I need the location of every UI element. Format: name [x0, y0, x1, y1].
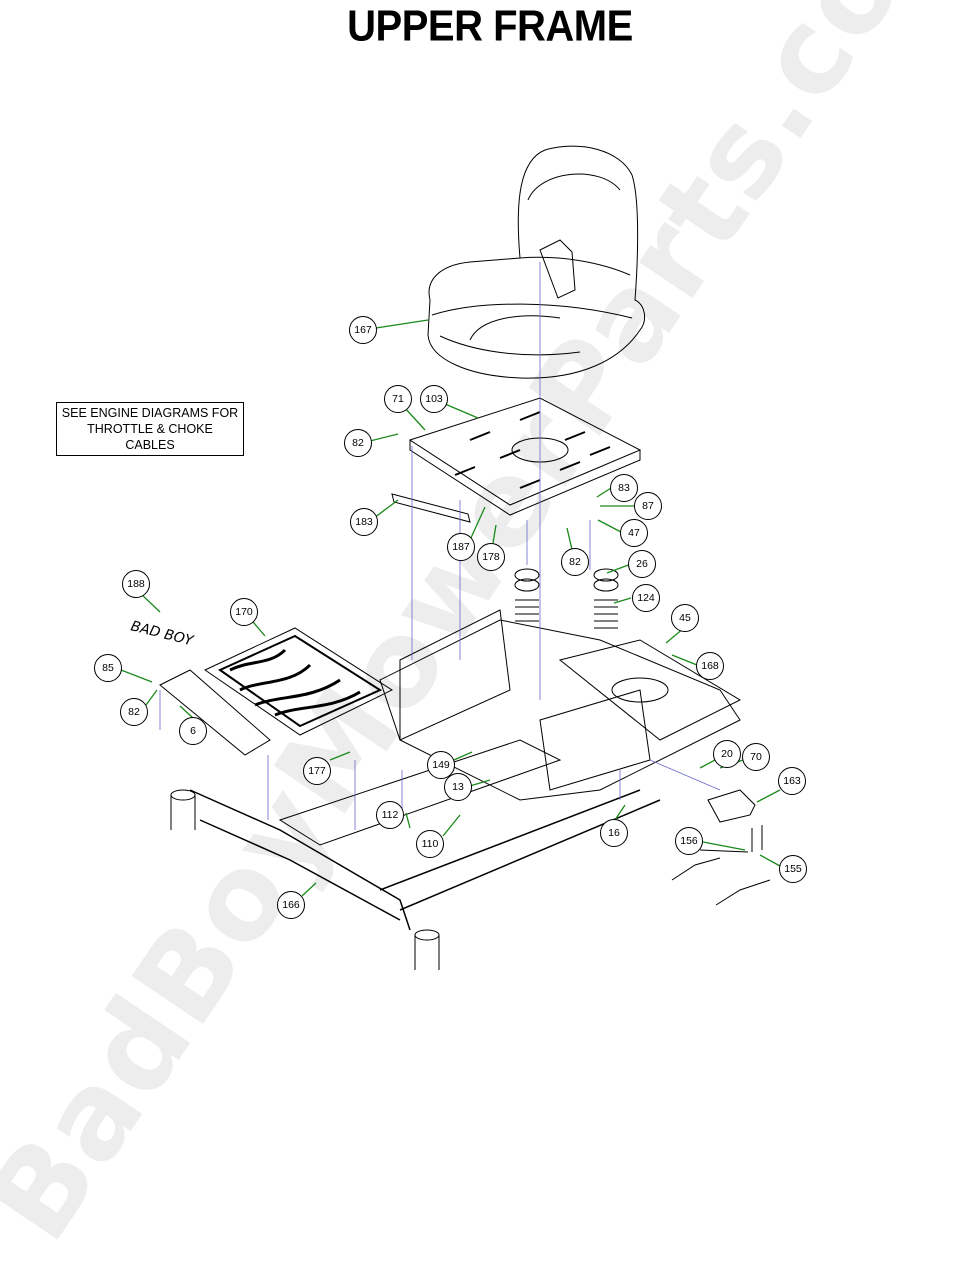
- callout-82-footrest[interactable]: 82: [120, 698, 148, 726]
- callout-166[interactable]: 166: [277, 891, 305, 919]
- diagram-title: UPPER FRAME: [347, 1, 633, 51]
- note-line-1: SEE ENGINE DIAGRAMS FOR: [61, 406, 239, 420]
- slide-rail-drawing: [391, 493, 471, 523]
- callout-45[interactable]: 45: [671, 604, 699, 632]
- footrest-plate-drawing: [159, 669, 271, 756]
- callout-177[interactable]: 177: [303, 757, 331, 785]
- spring-drawing-left: [514, 568, 540, 622]
- callout-20[interactable]: 20: [713, 740, 741, 768]
- callout-124[interactable]: 124: [632, 584, 660, 612]
- callout-83[interactable]: 83: [610, 474, 638, 502]
- callout-167[interactable]: 167: [349, 316, 377, 344]
- callout-47[interactable]: 47: [620, 519, 648, 547]
- exploded-view-drawing: BAD BOY: [120, 145, 781, 970]
- callout-112[interactable]: 112: [376, 801, 404, 829]
- control-bracket-drawing: [707, 789, 756, 823]
- callout-103[interactable]: 103: [420, 385, 448, 413]
- callout-178[interactable]: 178: [477, 543, 505, 571]
- alignment-lines: [159, 262, 721, 830]
- callout-156[interactable]: 156: [675, 827, 703, 855]
- spring-drawing-right: [593, 568, 619, 629]
- callout-70[interactable]: 70: [742, 743, 770, 771]
- seat-pan-drawing: [408, 397, 642, 516]
- callout-187[interactable]: 187: [447, 533, 475, 561]
- callout-leaders: [120, 319, 781, 897]
- callout-110[interactable]: 110: [416, 830, 444, 858]
- bad-boy-badge: BAD BOY: [129, 618, 196, 649]
- callout-163[interactable]: 163: [778, 767, 806, 795]
- callout-155[interactable]: 155: [779, 855, 807, 883]
- floor-mat-drawing: [203, 627, 394, 736]
- note-line-2: THROTTLE & CHOKE CABLES: [87, 422, 213, 452]
- callout-6[interactable]: 6: [179, 717, 207, 745]
- callout-16[interactable]: 16: [600, 819, 628, 847]
- callout-82-seat-pan[interactable]: 82: [344, 429, 372, 457]
- callout-183[interactable]: 183: [350, 508, 378, 536]
- callout-168[interactable]: 168: [696, 652, 724, 680]
- seat-drawing: [427, 145, 646, 379]
- callout-170[interactable]: 170: [230, 598, 258, 626]
- callout-13[interactable]: 13: [444, 773, 472, 801]
- callout-188[interactable]: 188: [122, 570, 150, 598]
- callout-26[interactable]: 26: [628, 550, 656, 578]
- callout-85[interactable]: 85: [94, 654, 122, 682]
- cable-drawing: [671, 825, 771, 906]
- callout-87[interactable]: 87: [634, 492, 662, 520]
- callout-71[interactable]: 71: [384, 385, 412, 413]
- engine-diagram-note: SEE ENGINE DIAGRAMS FOR THROTTLE & CHOKE…: [56, 402, 244, 456]
- callout-82-right[interactable]: 82: [561, 548, 589, 576]
